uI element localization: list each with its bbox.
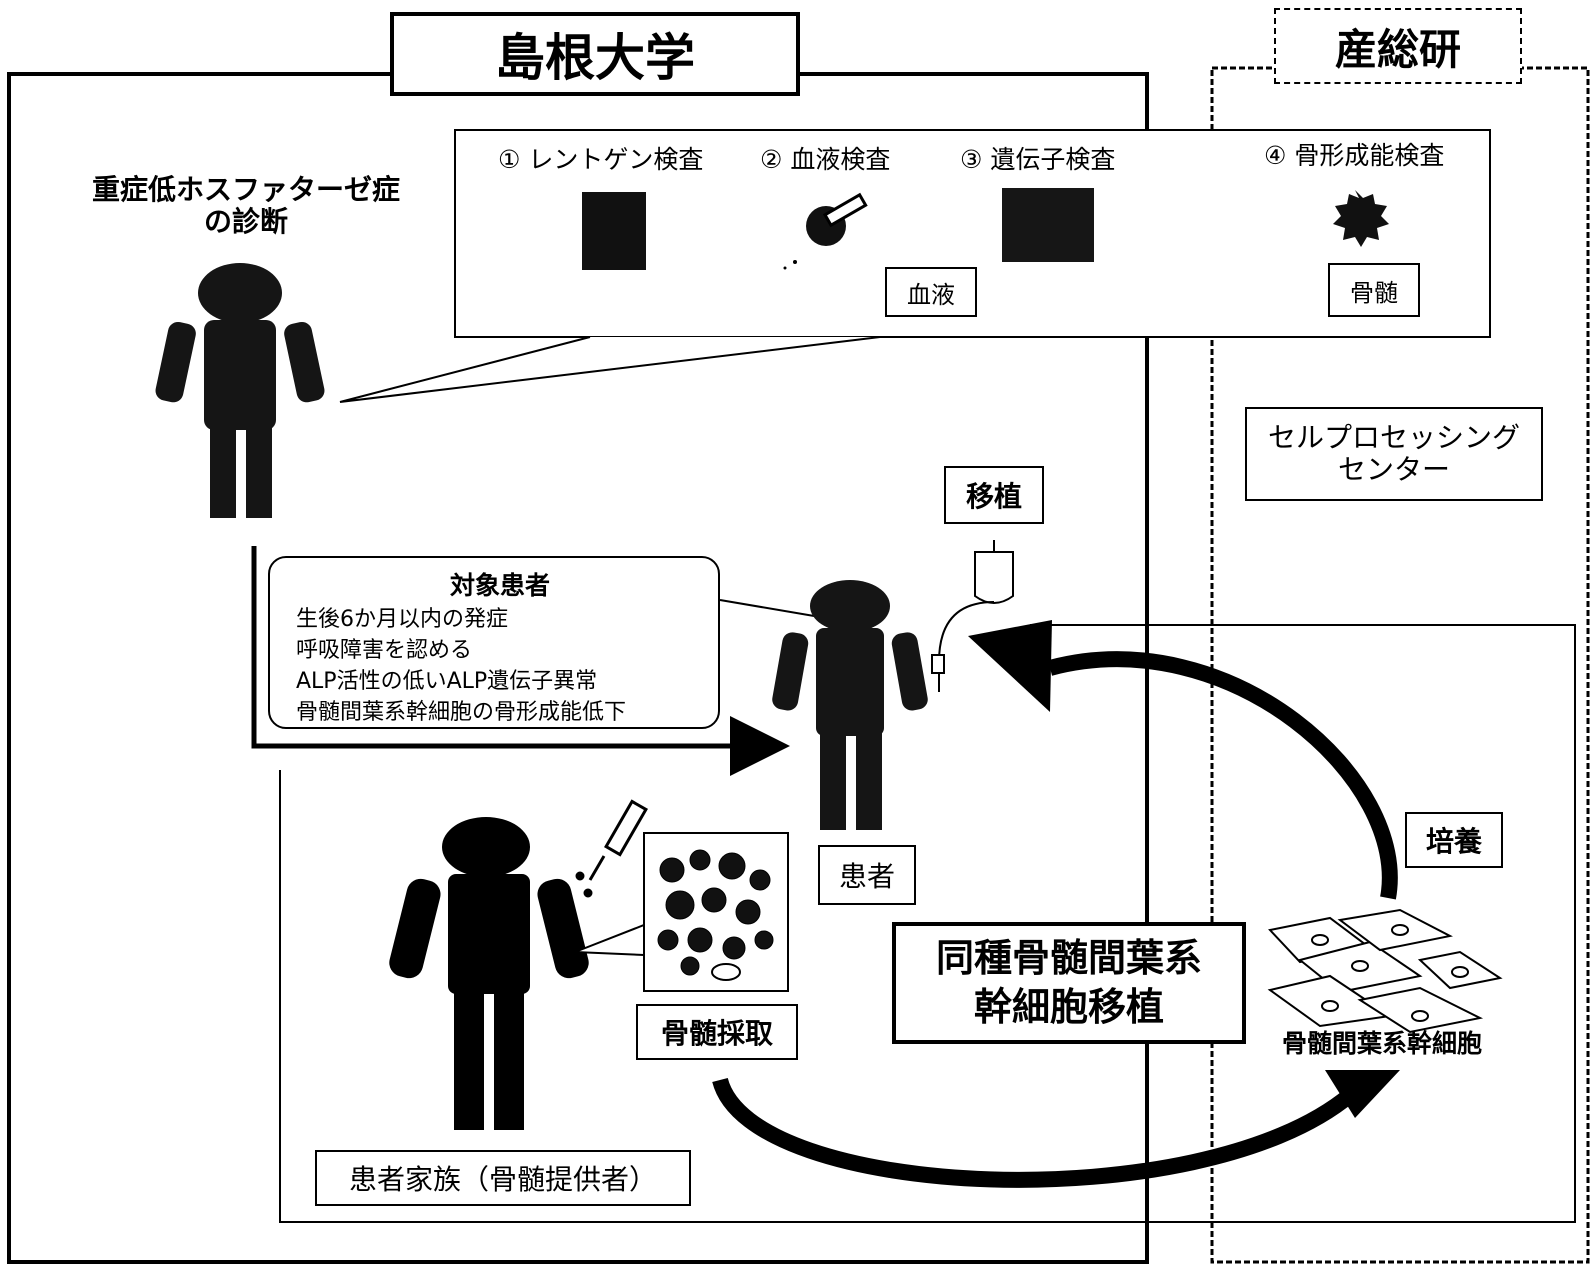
culture-to-patient-arrow (1047, 651, 1398, 900)
region-label-aist: 産総研 (1274, 8, 1522, 84)
tests-callout-tail (339, 336, 881, 403)
iv-drip-icon (931, 540, 1014, 692)
criteria-item: 生後6か月以内の発症 (296, 607, 508, 632)
marrow-callout-tail (574, 923, 645, 957)
stem-cells-icon (1267, 908, 1503, 1034)
donor-figure (389, 817, 589, 1130)
patient-figure (772, 580, 928, 830)
criteria-item: 呼吸障害を認める (296, 638, 473, 663)
region-label-shimane: 島根大学 (390, 12, 800, 96)
diagnosis-title: 重症低ホスファターゼ症 の診断 (91, 173, 400, 239)
marrow-harvest-label: 骨髄採取 (636, 1004, 798, 1060)
treatment-frame (279, 624, 1576, 1223)
test-label-blood: ② 血液検査 (760, 145, 891, 174)
xray-image-icon (582, 192, 646, 270)
patient-label: 患者 (818, 845, 916, 905)
blood-tube-icon (783, 192, 868, 270)
syringe-icon (575, 799, 648, 898)
harvest-to-culture-arrow (712, 1077, 1356, 1188)
culture-label: 培養 (1405, 812, 1503, 868)
marrow-cells-icon (657, 849, 774, 981)
gene-test-image-icon (1002, 188, 1094, 262)
target-patient-criteria-box: 対象患者 生後6か月以内の発症 呼吸障害を認める ALP活性の低いALP遺伝子異… (268, 556, 720, 729)
criteria-title: 対象患者 (449, 571, 550, 600)
criteria-connector (719, 599, 821, 618)
test-label-bone-formation: ④ 骨形成能検査 (1264, 141, 1445, 170)
patient-figure-top (155, 263, 325, 518)
bone-cell-icon (1333, 190, 1389, 247)
stem-cells-label: 骨髄間葉系幹細胞 (1282, 1029, 1483, 1058)
harvest-to-culture-arrowhead (1325, 1070, 1400, 1118)
test-label-xray: ① レントゲン検査 (498, 145, 704, 174)
flow-arrow-to-patient (251, 546, 790, 776)
sample-label-blood: 血液 (885, 267, 977, 317)
sample-label-marrow: 骨髄 (1328, 263, 1420, 317)
cell-processing-center-label: セルプロセッシング センター (1245, 407, 1543, 501)
criteria-item: ALP活性の低いALP遺伝子異常 (296, 669, 598, 694)
transplant-label: 移植 (944, 466, 1044, 524)
test-label-gene: ③ 遺伝子検査 (960, 145, 1116, 174)
aist-region-frame (1210, 66, 1590, 1264)
donor-label: 患者家族（骨髄提供者） (315, 1150, 691, 1206)
culture-to-patient-arrowhead (968, 620, 1052, 712)
criteria-item: 骨髄間葉系幹細胞の骨形成能低下 (296, 700, 627, 725)
procedure-title: 同種骨髄間葉系 幹細胞移植 (892, 922, 1246, 1044)
